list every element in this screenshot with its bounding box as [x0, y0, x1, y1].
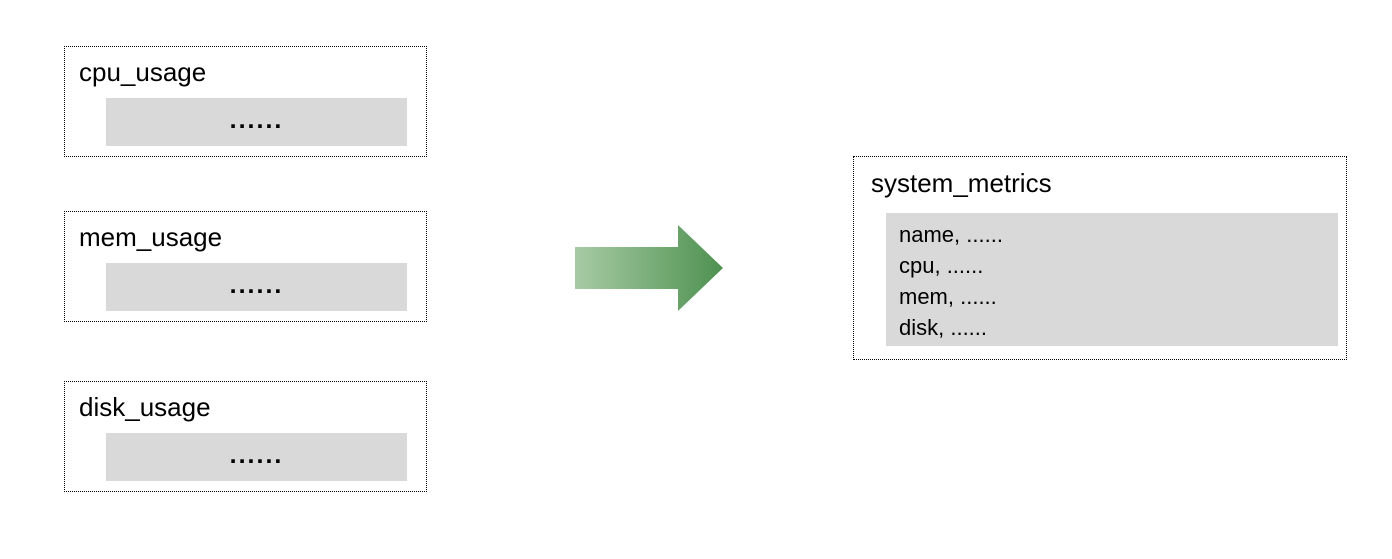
table-rows-placeholder: ...... [106, 263, 407, 311]
table-column-row: disk, ...... [899, 315, 988, 340]
table-rows-placeholder: ...... [106, 433, 407, 481]
table-column-row: name, ...... [899, 222, 1003, 247]
table-title: disk_usage [79, 392, 211, 422]
ellipsis-text: ...... [229, 270, 284, 299]
table-box-cpu-usage: cpu_usage ...... [64, 46, 427, 157]
table-column-row: cpu, ...... [899, 253, 984, 278]
table-title: cpu_usage [79, 57, 207, 87]
table-box-mem-usage: mem_usage ...... [64, 211, 427, 322]
table-title: mem_usage [79, 222, 223, 252]
table-title: system_metrics [871, 168, 1052, 198]
right-block-arrow-icon [575, 225, 723, 311]
table-columns-area: name, ...... cpu, ...... mem, ...... dis… [886, 213, 1338, 346]
table-box-system-metrics: system_metrics name, ...... cpu, ...... … [853, 156, 1347, 360]
table-box-disk-usage: disk_usage ...... [64, 381, 427, 492]
table-column-row: mem, ...... [899, 284, 997, 309]
ellipsis-text: ...... [229, 105, 284, 134]
table-rows-placeholder: ...... [106, 98, 407, 146]
ellipsis-text: ...... [229, 440, 284, 469]
